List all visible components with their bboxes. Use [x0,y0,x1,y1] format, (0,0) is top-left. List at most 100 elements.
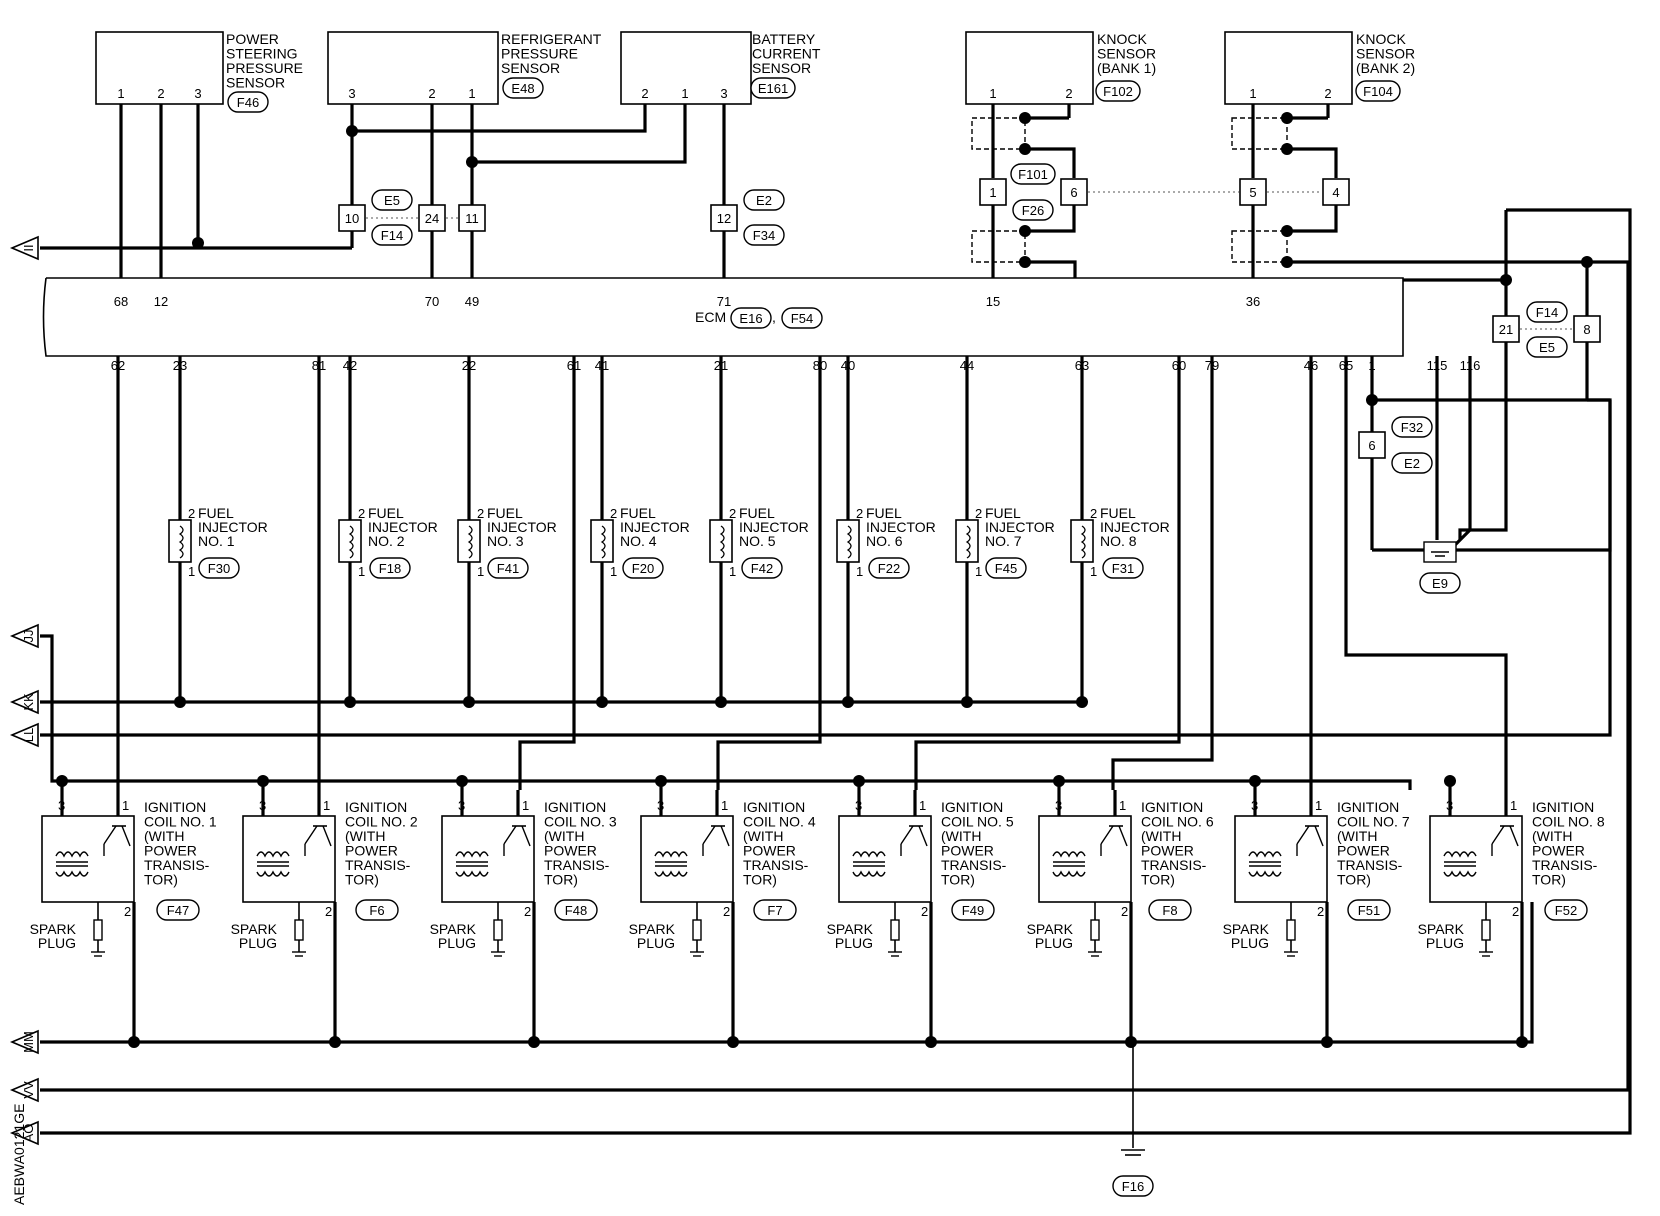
coil-connector-outline [156,899,200,921]
ecm-pin: 22 [462,358,476,373]
connector-f104: F104 [1363,84,1393,99]
injector-connector: F30 [208,561,230,576]
injector-connector-outline [868,557,910,579]
wire-JJ [40,634,1412,790]
connector-e161: E161 [758,81,788,96]
spark-plug-label: SPARK [231,921,278,937]
ecm-pin: 71 [717,294,731,309]
ecm-pin: 15 [986,294,1000,309]
injector-connector: F22 [878,561,900,576]
ground-f16-connector-outline [1112,1175,1154,1197]
connector-e2-outline [743,189,785,211]
joint-pin: 11 [465,211,479,226]
joint-pin: 24 [425,211,439,226]
spark-plug-icon [1286,919,1296,941]
offpage-arrow [9,689,39,715]
connector-e5: E5 [384,193,400,208]
wires [40,98,1632,1148]
offpage-label: AO [21,1124,36,1143]
connector-e5-outline [371,189,413,211]
ecm-pin: 68 [114,294,128,309]
coil-label: POWER [544,843,597,859]
transistor-collector [1100,825,1114,845]
ignition-coil-5 [838,815,932,903]
fuel-injector-2 [338,519,362,563]
coil-winding-icon [852,851,886,858]
offpage-connector-II: II [9,235,39,261]
ground-f16-connector: F16 [1122,1179,1144,1194]
ecm-comma: , [772,309,776,325]
sensor-label: STEERING [226,46,298,62]
offpage-label: MM [21,1031,36,1053]
spark-plug-label: PLUG [438,935,476,951]
coil-label: POWER [941,843,994,859]
wire [1025,205,1076,233]
coil-label: COIL NO. 2 [345,814,418,830]
coil-pin: 1 [1510,798,1517,813]
ecm-pin: 21 [714,358,728,373]
injector-coil-icon [719,525,725,559]
sensor-label: KNOCK [1097,31,1147,47]
wire [1344,356,1508,790]
injector-label: NO. 6 [866,533,903,549]
coil-label: POWER [1141,843,1194,859]
transistor-collector [304,825,318,845]
ecm-pin: 116 [1460,358,1481,373]
coil-label: TOR) [345,872,379,888]
coil-winding-icon [1443,870,1477,877]
shield [1231,117,1288,150]
coil-label: TRANSIS- [1532,857,1598,873]
injector-coil-icon [600,525,606,559]
ecm-pin: 42 [343,358,357,373]
coil-connector-outline [554,899,598,921]
ecm-pin: 70 [425,294,439,309]
transistor-emitter [322,825,332,847]
sensor-pin: 1 [1249,86,1256,101]
injector-pin: 1 [358,564,365,579]
coil-pin: 3 [259,798,266,813]
shield [971,230,1026,263]
splice-dot [1444,775,1456,787]
transistor-emitter [121,825,131,847]
ecm-connector-e16: E16 [739,311,762,326]
sensor-label: BATTERY [752,31,816,47]
coil-label: POWER [144,843,197,859]
fuel-injector-8 [1070,519,1094,563]
offpage-connector-JJ: JJ [9,623,39,649]
connector-f14b: F14 [1536,305,1558,320]
injector-coil-icon [178,525,184,559]
sensor-rp-box [327,31,499,105]
coil-label: IGNITION [743,799,805,815]
spark-plug-label: PLUG [239,935,277,951]
spark-plug-label: SPARK [30,921,77,937]
injector-pin: 1 [610,564,617,579]
injector-pin: 1 [856,564,863,579]
coil-label: IGNITION [941,799,1003,815]
coil-label: IGNITION [544,799,606,815]
joint-pin: 10 [345,211,359,226]
coil-label: TRANSIS- [941,857,1007,873]
wire [1111,356,1214,790]
coil-label: POWER [1337,843,1390,859]
injector-label: INJECTOR [620,519,690,535]
wire [1453,356,1472,547]
connector-f32: F32 [1401,420,1423,435]
sensor-pin: 2 [641,86,648,101]
coil-label: POWER [1532,843,1585,859]
injector-coil-icon [1080,525,1086,559]
joint-pin-box [458,204,486,232]
transistor-collector [103,825,117,845]
spark-plug-icon [493,919,503,941]
coil-winding-icon [55,870,89,877]
coil-label: TRANSIS- [743,857,809,873]
offpage-label: II [21,244,36,251]
injector-connector: F42 [751,561,773,576]
sensor-bc-box [620,31,752,105]
coil-label: TOR) [743,872,777,888]
injector-pin: 2 [610,506,617,521]
joint-pin: 1 [989,185,996,200]
coil-label: COIL NO. 8 [1532,814,1605,830]
sensor-label: POWER [226,31,279,47]
ecm-pin: 65 [1339,358,1353,373]
coil-label: (WITH [1141,828,1181,844]
